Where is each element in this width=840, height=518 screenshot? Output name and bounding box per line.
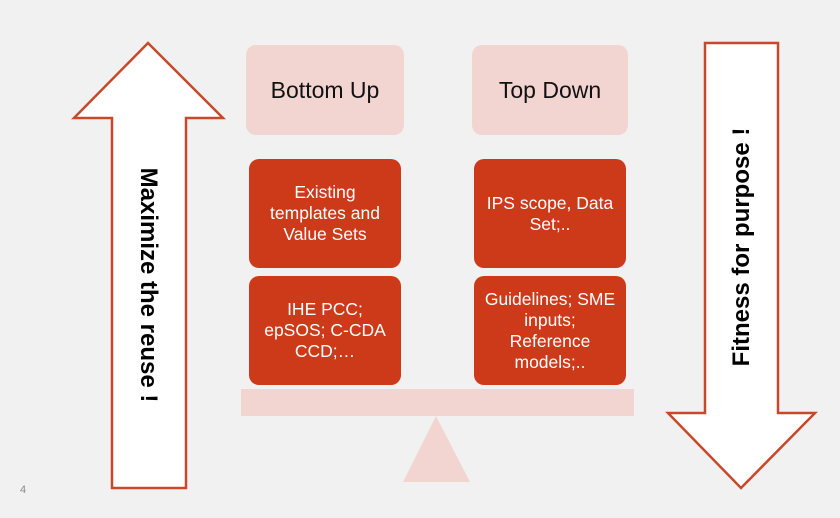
left-arrow-label: Maximize the reuse ! [135, 167, 162, 403]
top-down-box-scope: IPS scope, Data Set;.. [474, 159, 626, 268]
up-arrow-shape [71, 41, 227, 490]
bottom-up-box-sources: IHE PCC; epSOS; C-CDA CCD;… [249, 276, 401, 385]
fulcrum-triangle [403, 416, 470, 482]
top-down-header: Top Down [472, 45, 628, 135]
balance-beam [241, 389, 634, 416]
down-arrow-shape [665, 41, 818, 490]
bottom-up-header: Bottom Up [246, 45, 404, 135]
top-down-box-guidelines: Guidelines; SME inputs; Reference models… [474, 276, 626, 385]
bottom-up-box-templates: Existing templates and Value Sets [249, 159, 401, 268]
page-number: 4 [20, 484, 27, 496]
right-arrow-label: Fitness for purpose ! [728, 127, 755, 367]
